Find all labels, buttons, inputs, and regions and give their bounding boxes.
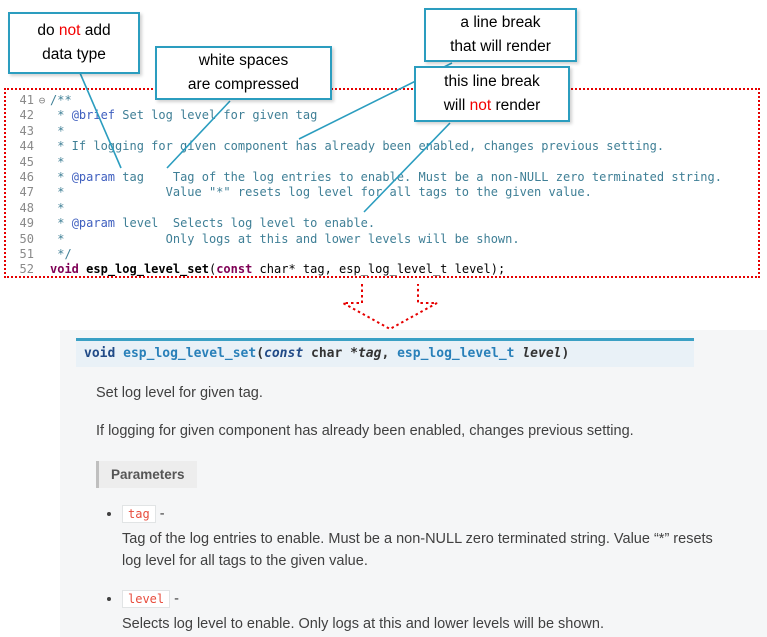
callout-line: this line break (444, 72, 540, 90)
fold-marker-icon[interactable]: ⊖ (38, 94, 46, 107)
code-text: * (50, 123, 65, 138)
code-line: 50 * Only logs at this and lower levels … (8, 232, 758, 247)
code-line: 42 * @brief Set log level for given tag (8, 108, 758, 123)
callout-whitespace: white spaces are compressed (155, 46, 332, 100)
param-name-code: tag (122, 505, 156, 524)
callout-line: will not render (443, 97, 541, 114)
param-dash: - (155, 506, 165, 523)
line-number: 46 (19, 170, 34, 185)
line-number: 52 (19, 262, 34, 277)
doc-brief-text: Set log level for given tag. (96, 385, 263, 401)
code-text: * (50, 154, 65, 169)
code-lines: 41⊖/**42 * @brief Set log level for give… (8, 93, 758, 277)
callout-break-norender: this line break will not render (414, 66, 570, 122)
down-arrow-icon (342, 284, 438, 331)
doc-detail-text: If logging for given component has alrea… (96, 423, 634, 440)
code-text: * @brief Set log level for given tag (50, 108, 318, 123)
code-line: 47 * Value "*" resets log level for all … (8, 185, 758, 200)
parameters-label: Parameters (96, 461, 197, 489)
code-line: 48 * (8, 201, 758, 216)
code-text: * Value "*" resets log level for all tag… (50, 185, 592, 200)
signature-token: ) (561, 346, 570, 361)
param-dash: - (170, 590, 179, 607)
signature-token: , (381, 346, 398, 361)
param-head: level - (122, 589, 722, 608)
parameter-item: level - Selects log level to enable. Only… (122, 589, 722, 636)
signature-token: ( (256, 346, 265, 361)
code-line: 51 */ (8, 247, 758, 262)
line-number: 48 (19, 200, 34, 215)
signature-token: char * (303, 346, 358, 361)
code-text: * (50, 200, 65, 215)
line-number: 49 (19, 216, 34, 231)
line-number: 45 (19, 154, 34, 169)
function-signature: void esp_log_level_set(const char *tag, … (76, 338, 694, 367)
code-line: 44 * If logging for given component has … (8, 139, 758, 154)
callout-line: do not add (37, 21, 111, 39)
signature-token (115, 346, 123, 361)
signature-token: esp_log_level_set (123, 346, 257, 361)
param-head: tag - (122, 505, 722, 524)
signature-token: level (522, 346, 562, 361)
param-name-code: level (122, 589, 171, 608)
line-number: 41 (19, 93, 34, 107)
code-text: * @param level Selects log level to enab… (50, 216, 376, 231)
code-line: 45 * (8, 155, 758, 170)
code-text: * Only logs at this and lower levels wil… (50, 231, 520, 246)
code-editor[interactable]: 41⊖/**42 * @brief Set log level for give… (4, 88, 760, 278)
code-line: 43 * (8, 124, 758, 139)
code-line: 49 * @param level Selects log level to e… (8, 216, 758, 231)
line-number: 50 (19, 231, 34, 246)
line-number: 51 (19, 247, 34, 262)
param-description: Tag of the log entries to enable. Must b… (122, 531, 713, 569)
line-number: 42 (19, 108, 34, 123)
parameters-list: tag - Tag of the log entries to enable. M… (122, 505, 767, 636)
code-line: 46 * @param tag Tag of the log entries t… (8, 170, 758, 185)
code-line: 41 ⊖ /** (8, 93, 758, 108)
signature-token: tag (357, 346, 382, 361)
code-text: * @param tag Tag of the log entries to e… (50, 170, 722, 185)
code-text: /** (50, 93, 72, 107)
line-number: 47 (19, 185, 34, 200)
callout-line: data type (42, 46, 106, 63)
line-number: 43 (19, 123, 34, 138)
code-text: * If logging for given component has alr… (50, 139, 665, 154)
param-description: Selects log level to enable. Only logs a… (122, 615, 604, 632)
signature-token: esp_log_level_t (397, 346, 515, 361)
code-line: 52 void esp_log_level_set(const char* tag… (8, 262, 758, 277)
signature-token: void (84, 346, 116, 361)
callout-line: a line break (460, 13, 541, 31)
code-text: void esp_log_level_set(const char* tag, … (50, 262, 506, 277)
callout-line: are compressed (187, 76, 300, 93)
callout-line: white spaces (198, 51, 289, 69)
callout-no-datatype: do not add data type (8, 12, 140, 74)
signature-token: const (264, 346, 304, 361)
line-number: 44 (19, 139, 34, 154)
parameter-item: tag - Tag of the log entries to enable. M… (122, 505, 722, 573)
rendered-doc-panel: void esp_log_level_set(const char *tag, … (60, 330, 767, 637)
code-text: */ (50, 247, 72, 262)
callout-break-render: a line break that will render (424, 8, 577, 62)
callout-line: that will render (450, 38, 551, 55)
